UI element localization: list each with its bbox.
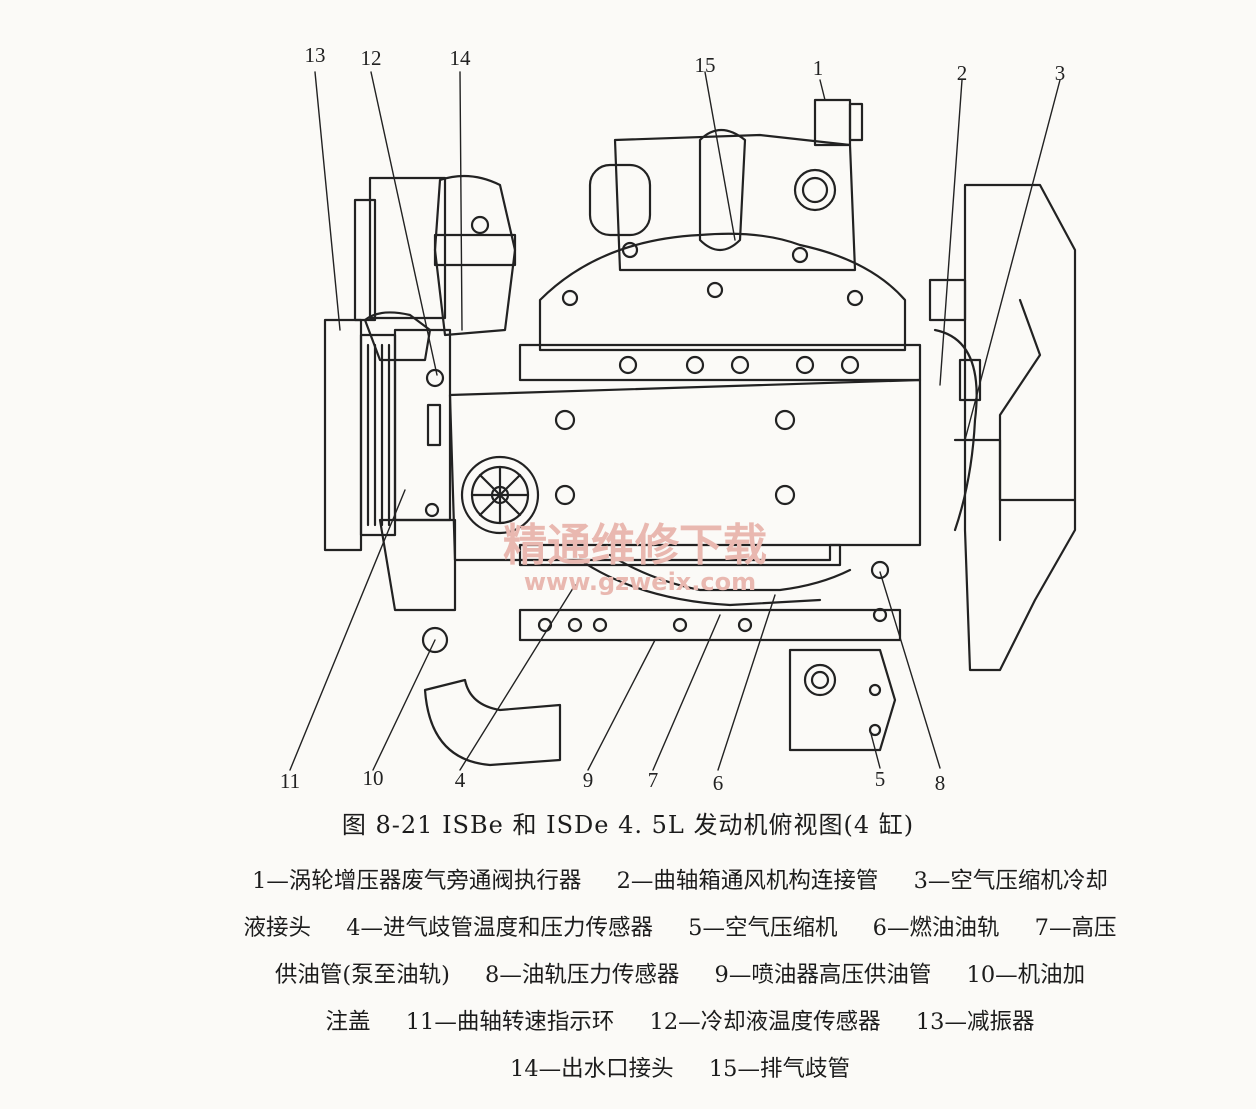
coolant-temperature-sensor bbox=[425, 368, 445, 388]
legend-line: 14—出水口接头 15—排气歧管 bbox=[160, 1046, 1200, 1093]
legend-item: 2—曲轴箱通风机构连接管 bbox=[616, 868, 879, 894]
air-compressor bbox=[788, 648, 897, 752]
legend-item: 1—涡轮增压器废气旁通阀执行器 bbox=[252, 868, 582, 894]
callout-6: 6 bbox=[713, 771, 724, 795]
legend-item: 11—曲轴转速指示环 bbox=[405, 1009, 615, 1035]
crankshaft-speed-ring bbox=[424, 403, 442, 518]
legend-item: 13—减振器 bbox=[915, 1009, 1035, 1035]
legend-line: 供油管(泵至油轨) 8—油轨压力传感器 9—喷油器高压供油管 10—机油加 bbox=[160, 952, 1200, 999]
vibration-damper bbox=[323, 318, 397, 552]
callout-5: 5 bbox=[875, 767, 886, 791]
legend-item: 14—出水口接头 bbox=[510, 1056, 674, 1082]
callout-labels: 13 12 14 15 1 2 3 11 10 4 9 7 6 5 8 bbox=[280, 43, 1065, 795]
legend-item: 10—机油加 bbox=[966, 962, 1086, 988]
front-accessory-housing bbox=[353, 176, 457, 612]
legend-item: 12—冷却液温度传感器 bbox=[649, 1009, 881, 1035]
legend-item: 3—空气压缩机冷却 bbox=[913, 868, 1108, 894]
fuel-rail bbox=[518, 543, 902, 642]
legend-item: 7—高压 bbox=[1034, 915, 1117, 941]
svg-text:www.gzweix.com: www.gzweix.com bbox=[524, 568, 756, 596]
callout-15: 15 bbox=[695, 53, 716, 77]
wastegate-actuator bbox=[813, 98, 864, 147]
legend-item: 液接头 bbox=[243, 915, 312, 941]
callout-1: 1 bbox=[813, 56, 824, 80]
oil-filler-assembly bbox=[460, 455, 540, 535]
callout-3: 3 bbox=[1055, 61, 1066, 85]
legend-line: 液接头 4—进气歧管温度和压力传感器 5—空气压缩机 6—燃油油轨 7—高压 bbox=[160, 905, 1200, 952]
water-outlet-connector bbox=[363, 174, 517, 362]
legend-item: 4—进气歧管温度和压力传感器 bbox=[346, 915, 654, 941]
callout-9: 9 bbox=[583, 768, 594, 792]
legend-line: 注盖 11—曲轴转速指示环 12—冷却液温度传感器 13—减振器 bbox=[160, 999, 1200, 1046]
legend-item: 供油管(泵至油轨) bbox=[274, 962, 450, 988]
exhaust-manifold bbox=[538, 128, 907, 352]
figure-caption: 图 8-21 ISBe 和 ISDe 4. 5L 发动机俯视图(4 缸) bbox=[341, 811, 915, 839]
callout-12: 12 bbox=[361, 46, 382, 70]
legend-item: 8—油轨压力传感器 bbox=[485, 962, 680, 988]
callout-14: 14 bbox=[450, 46, 472, 70]
legend-item: 6—燃油油轨 bbox=[872, 915, 1000, 941]
callout-8: 8 bbox=[935, 771, 946, 795]
callout-10: 10 bbox=[363, 766, 384, 790]
legend-item: 5—空气压缩机 bbox=[688, 915, 838, 941]
callout-4: 4 bbox=[455, 768, 466, 792]
callout-7: 7 bbox=[648, 768, 659, 792]
engine-drawing: 13 12 14 15 1 2 3 11 10 4 9 7 6 5 8 精通维修… bbox=[280, 43, 1077, 795]
legend-item: 15—排气歧管 bbox=[708, 1056, 850, 1082]
callout-13: 13 bbox=[305, 43, 326, 67]
callout-11: 11 bbox=[280, 769, 300, 793]
legend: 1—涡轮增压器废气旁通阀执行器 2—曲轴箱通风机构连接管 3—空气压缩机冷却 液… bbox=[160, 858, 1200, 1093]
legend-item: 注盖 bbox=[325, 1009, 371, 1035]
callout-2: 2 bbox=[957, 61, 968, 85]
legend-item: 9—喷油器高压供油管 bbox=[714, 962, 932, 988]
leader-lines bbox=[289, 71, 1061, 771]
svg-text:精通维修下载: 精通维修下载 bbox=[503, 520, 767, 571]
watermark: 精通维修下载 www.gzweix.com bbox=[503, 520, 767, 596]
flywheel-housing bbox=[928, 183, 1077, 672]
intake-elbow bbox=[421, 626, 562, 767]
legend-line: 1—涡轮增压器废气旁通阀执行器 2—曲轴箱通风机构连接管 3—空气压缩机冷却 bbox=[160, 858, 1200, 905]
